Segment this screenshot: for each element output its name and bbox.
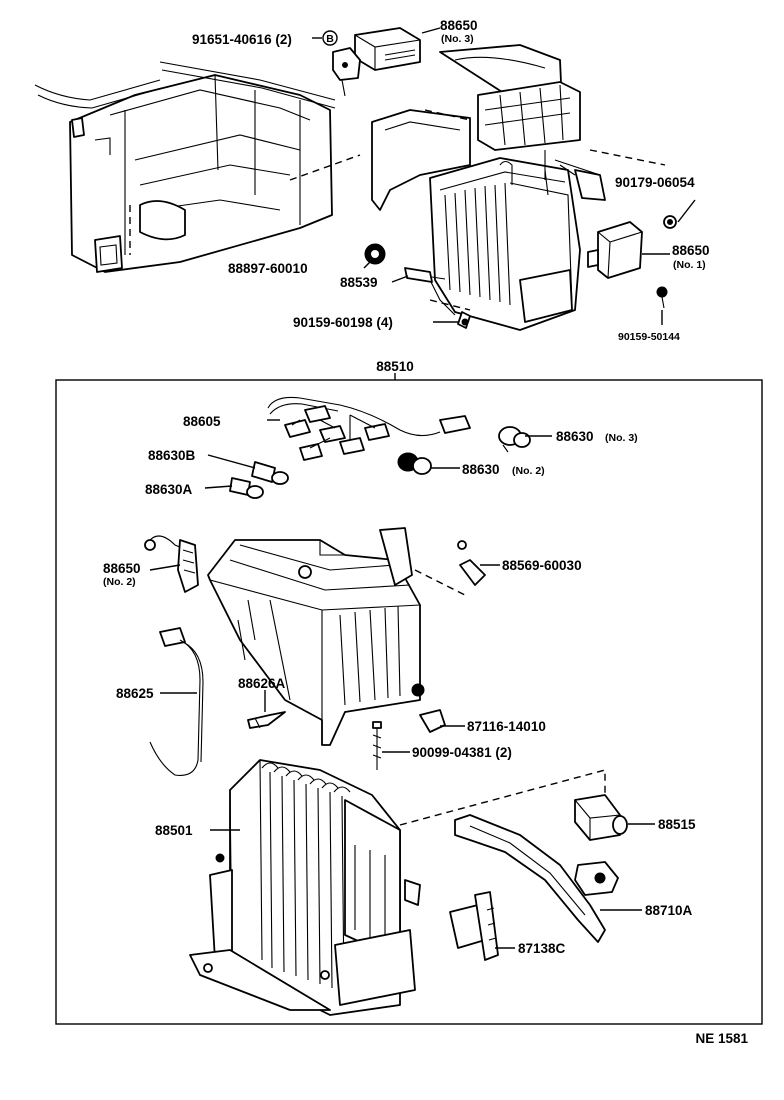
evaporator-unit-upper: [371, 44, 606, 331]
label-90159-60198: 90159-60198 (4): [293, 315, 393, 330]
label-88650-no2: 88650: [103, 561, 141, 576]
connector-case-bracket: [414, 569, 466, 596]
label-91651-40616: 91651-40616 (2): [192, 32, 292, 47]
amplifier-no2: [144, 535, 199, 593]
leader-88650-3: [421, 27, 441, 34]
label-88650-no1-sub: (No. 1): [673, 259, 706, 271]
label-88650-no3-sub: (No. 3): [441, 33, 474, 45]
label-88630-no2-sub: (No. 2): [512, 465, 545, 477]
sensor-88630-no2: [397, 452, 432, 475]
sensor-88630B: [251, 461, 289, 485]
sensor-88539: [404, 267, 446, 283]
leader-88539: [391, 275, 409, 283]
leader-88630B: [207, 454, 256, 469]
label-88515: 88515: [658, 817, 696, 832]
thermistor-88625: [149, 627, 204, 776]
screw-90159-50144: [656, 286, 668, 309]
label-88650-no2-sub: (No. 2): [103, 576, 136, 588]
assembly-frame: [55, 379, 763, 1025]
label-88630-no2: 88630: [462, 462, 500, 477]
footer-code: NE 1581: [695, 1031, 748, 1046]
clip-88569: [457, 540, 486, 586]
label-87116-14010: 87116-14010: [467, 719, 546, 734]
label-90159-50144: 90159-50144: [618, 331, 680, 343]
bolt-90099: [372, 721, 382, 770]
label-88650-no1: 88650: [672, 243, 710, 258]
wire-harness-88605: [267, 396, 471, 461]
pipe-88710A: [454, 814, 619, 943]
connector-duct-to-unit: [289, 154, 361, 181]
label-88630-no3: 88630: [556, 429, 594, 444]
evaporator-core-88501: [189, 759, 421, 1016]
frame-label: 88510: [376, 359, 414, 374]
clamp-87116: [419, 709, 446, 733]
grommet-88897: [364, 243, 386, 265]
label-88625: 88625: [116, 686, 154, 701]
label-88501: 88501: [155, 823, 193, 838]
leader-88650-no2: [149, 564, 181, 571]
label-88630A: 88630A: [145, 482, 193, 497]
leader-bracket: [341, 79, 346, 97]
label-88650-no3: 88650: [440, 18, 478, 33]
label-90099-04381: 90099-04381 (2): [412, 745, 512, 760]
sensor-88630-no3: [498, 426, 531, 453]
label-88569-60030: 88569-60030: [502, 558, 582, 573]
leader-90179: [677, 199, 696, 223]
resistor-87138C: [449, 891, 499, 961]
duct-housing-left: [34, 61, 336, 273]
amplifier-no3: [332, 27, 421, 81]
leader-88897: [363, 261, 371, 269]
label-88897-60010: 88897-60010: [228, 261, 308, 276]
connector-evap-bottom: [429, 299, 471, 311]
clip-88626A: [247, 711, 286, 729]
label-88630-no3-sub: (No. 3): [605, 432, 638, 444]
label-90179-06054: 90179-06054: [615, 175, 695, 190]
leader-88630A: [204, 485, 233, 489]
sensor-88630A: [229, 477, 264, 499]
label-88710A: 88710A: [645, 903, 693, 918]
label-88630B: 88630B: [148, 448, 196, 463]
circled-marker-text: B: [326, 33, 334, 45]
label-87138C: 87138C: [518, 941, 566, 956]
screw-90159-60198: [457, 311, 471, 329]
connector-evap-right: [589, 149, 666, 166]
evaporator-case-upper: [207, 527, 425, 746]
amplifier-no1: [587, 221, 643, 279]
nut-90179: [663, 215, 677, 229]
expansion-valve-88515: [574, 794, 628, 841]
label-88626A: 88626A: [238, 676, 286, 691]
circled-marker: [322, 30, 338, 46]
label-88539: 88539: [340, 275, 378, 290]
label-88605: 88605: [183, 414, 221, 429]
connector-evap-top: [424, 109, 471, 121]
